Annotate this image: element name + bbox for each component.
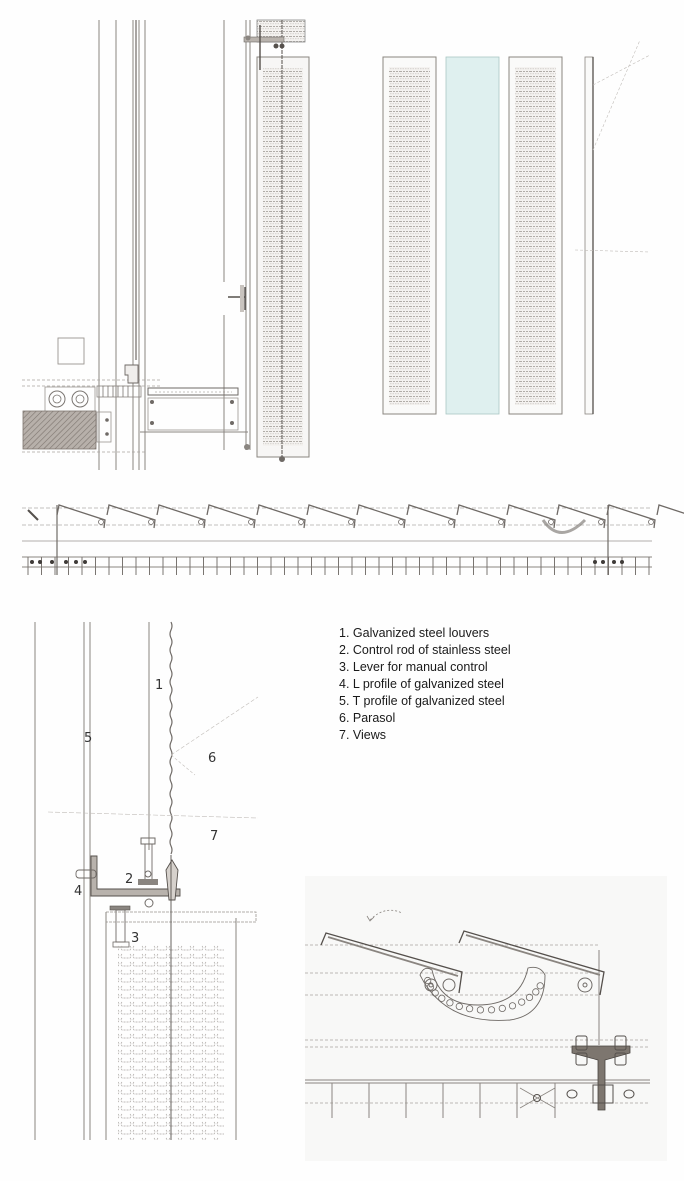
louver-blade xyxy=(256,504,306,529)
linkage-pin xyxy=(426,983,435,991)
control-rod xyxy=(169,621,173,855)
callout-5: 5 xyxy=(84,731,93,746)
louver-blade xyxy=(356,504,406,529)
legend-item: 3. Lever for manual control xyxy=(339,660,488,674)
legend-item: 2. Control rod of stainless steel xyxy=(339,643,511,657)
legend-item: 7. Views xyxy=(339,728,387,742)
t-profile-section xyxy=(571,1045,631,1111)
louver-blade xyxy=(156,504,206,529)
callout-1: 1 xyxy=(155,678,164,693)
louver-blade xyxy=(656,504,684,516)
legend-item: 1. Galvanized steel louvers xyxy=(339,626,490,640)
linkage-pin xyxy=(438,994,446,1002)
louver-blade xyxy=(606,504,656,529)
facade-elevation xyxy=(382,39,651,415)
linkage-pin xyxy=(525,993,534,1002)
louver-blade xyxy=(306,504,356,529)
t-profile-bracket xyxy=(228,285,246,312)
linkage-pin xyxy=(446,999,454,1007)
louver-blade xyxy=(506,504,556,529)
callout-2: 2 xyxy=(125,872,134,887)
linkage-pin xyxy=(508,1002,517,1010)
wall-section-lines xyxy=(98,20,251,470)
linkage-pin xyxy=(487,1006,496,1014)
linkage-pin xyxy=(476,1006,484,1014)
linkage-pin xyxy=(536,982,544,990)
floor-base-section xyxy=(22,337,248,453)
louver-blade xyxy=(206,504,256,529)
linkage-pin xyxy=(532,988,540,996)
callout-7: 7 xyxy=(210,829,219,844)
callout-4: 4 xyxy=(74,884,83,899)
glass-panel xyxy=(445,56,500,415)
louver-blade xyxy=(406,504,456,529)
linkage-pin xyxy=(455,1002,463,1011)
louver-blade xyxy=(456,504,506,529)
louver-blade xyxy=(106,504,156,529)
louver-blade xyxy=(556,504,606,529)
callout-6: 6 xyxy=(208,751,217,766)
louver-pivot-detail xyxy=(305,876,667,1161)
control-mechanism-section xyxy=(34,621,259,1140)
linkage-pin xyxy=(465,1005,474,1013)
linkage-pin xyxy=(424,976,432,985)
louver-blade xyxy=(56,504,106,529)
legend-item: 6. Parasol xyxy=(339,711,396,725)
callout-3: 3 xyxy=(131,931,140,946)
legend-item: 5. T profile of galvanized steel xyxy=(339,694,505,708)
louver-horizontal-section xyxy=(22,504,684,575)
legend: 1. Galvanized steel louvers 2. Control r… xyxy=(339,625,511,744)
linkage-pin xyxy=(498,1004,506,1013)
louver-panel-vertical xyxy=(243,19,310,462)
legend-item: 4. L profile of galvanized steel xyxy=(339,677,504,691)
linkage-pin xyxy=(518,998,526,1006)
